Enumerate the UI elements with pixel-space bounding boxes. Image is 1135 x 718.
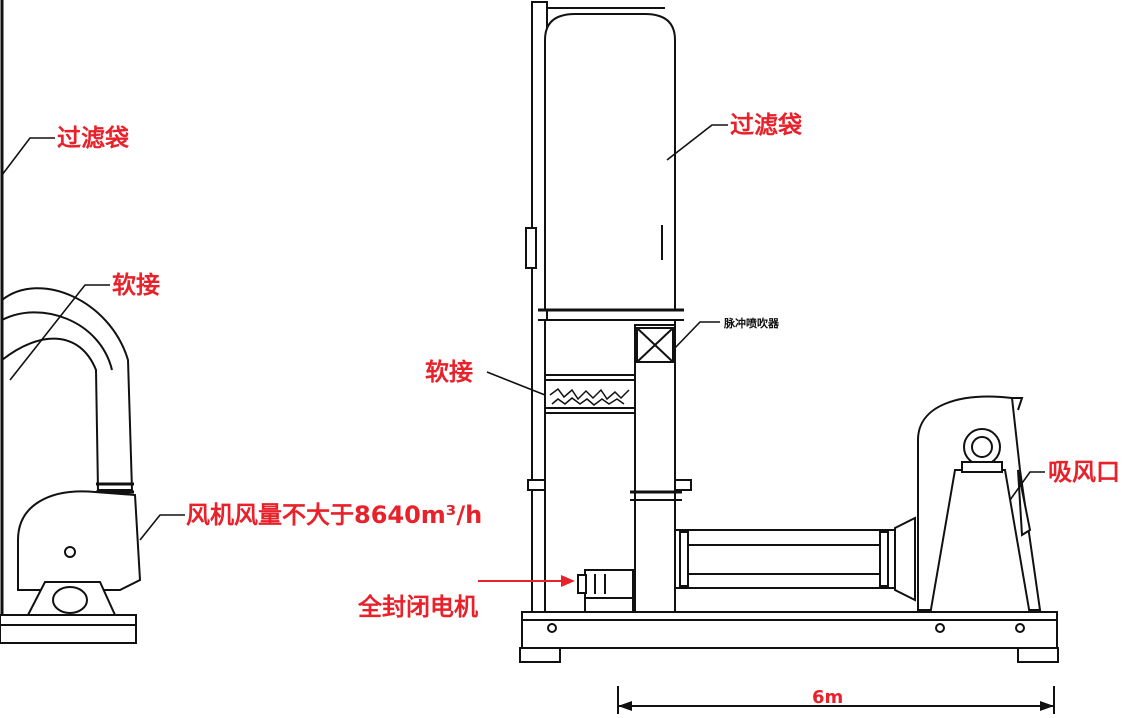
dimension-label: 6m	[812, 687, 843, 708]
sealed-motor-label: 全封闭电机	[357, 593, 478, 621]
horizontal-duct	[674, 529, 896, 589]
left-fan-airflow-label: 风机风量不大于8640m³/h	[186, 501, 482, 529]
filter-bag	[544, 13, 676, 311]
right-view: 过滤袋 脉冲喷吹器 软接 全封闭电机 吸风口 6m	[357, 1, 1120, 714]
left-fan-housing	[17, 490, 142, 591]
right-filter-bag-label: 过滤袋	[730, 111, 803, 139]
left-soft-joint-label: 软接	[112, 271, 160, 299]
left-curved-duct	[1, 287, 134, 491]
right-fan-hub	[963, 428, 1001, 466]
left-base	[0, 614, 137, 644]
left-filter-bag-label: 过滤袋	[57, 124, 130, 152]
vertical-duct	[634, 324, 676, 614]
sealed-motor	[584, 569, 634, 599]
left-fan-shaft	[64, 546, 76, 558]
right-soft-joint-label: 软接	[425, 358, 473, 386]
left-view: 过滤袋 软接 风机风量不大于8640m³/h	[0, 0, 482, 644]
dimension-6m: 6m	[617, 686, 1055, 714]
right-base	[521, 611, 1058, 649]
air-inlet-label: 吸风口	[1048, 458, 1120, 486]
pulse-device-label: 脉冲喷吹器	[723, 316, 780, 330]
